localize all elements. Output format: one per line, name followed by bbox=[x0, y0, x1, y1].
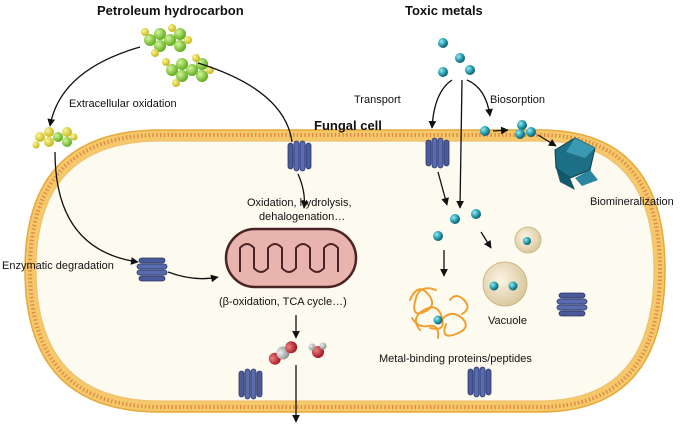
label-metal-binding-proteins: Metal-binding proteins/peptides bbox=[379, 353, 532, 365]
arrow-transporter-intake bbox=[437, 171, 449, 206]
label-vacuole: Vacuole bbox=[488, 315, 527, 327]
vacuole-icon bbox=[514, 226, 542, 254]
arrow-enzymatic-degradation bbox=[54, 151, 139, 265]
hydrocarbon-molecule-icon bbox=[141, 24, 192, 57]
pathway-arrows bbox=[47, 46, 557, 423]
arrow-biomineralization bbox=[537, 134, 557, 147]
title-toxic-metals: Toxic metals bbox=[405, 3, 483, 18]
title-fungal-cell: Fungal cell bbox=[314, 118, 382, 133]
water-molecule-icon bbox=[308, 342, 327, 358]
arrow-transport bbox=[428, 79, 453, 129]
arrow-biosorption bbox=[466, 79, 493, 117]
label-oxidation-line1: Oxidation, hydrolysis, bbox=[247, 197, 352, 209]
metal-ion-icon bbox=[433, 209, 481, 241]
label-beta-oxidation: (β-oxidation, TCA cycle…) bbox=[219, 296, 347, 308]
vacuole-icon bbox=[482, 261, 528, 307]
mitochondrion-icon bbox=[224, 227, 358, 289]
membrane-lipid-tails bbox=[27, 133, 663, 409]
arrow-extracellular-oxidation bbox=[47, 46, 141, 127]
metal-ion-icon bbox=[438, 38, 475, 77]
arrow-to-vacuole bbox=[480, 231, 492, 249]
metal-binding-protein-icon bbox=[409, 287, 469, 339]
metal-ion-icon bbox=[480, 120, 536, 139]
hydrocarbon-molecule-icon bbox=[32, 127, 78, 149]
label-extracellular-oxidation: Extracellular oxidation bbox=[69, 98, 177, 110]
arrow-to-mitochondrion bbox=[167, 271, 219, 283]
label-transport: Transport bbox=[354, 94, 401, 106]
arrow-diffusion bbox=[456, 79, 465, 209]
arrow-oxidation bbox=[297, 173, 309, 209]
label-enzymatic-degradation: Enzymatic degradation bbox=[2, 260, 114, 272]
hydrocarbon-molecule-icon bbox=[162, 54, 214, 87]
co2-molecule-icon bbox=[268, 341, 298, 365]
label-biosorption: Biosorption bbox=[490, 94, 545, 106]
arrow-ion-aggregation bbox=[492, 126, 509, 135]
arrow-hydrocarbon-uptake bbox=[197, 62, 293, 143]
mineral-crystal-icon bbox=[554, 137, 598, 190]
title-petroleum-hydrocarbon: Petroleum hydrocarbon bbox=[97, 3, 244, 18]
label-biomineralization: Biomineralization bbox=[590, 196, 674, 208]
label-oxidation-line2: dehalogenation… bbox=[259, 211, 345, 223]
